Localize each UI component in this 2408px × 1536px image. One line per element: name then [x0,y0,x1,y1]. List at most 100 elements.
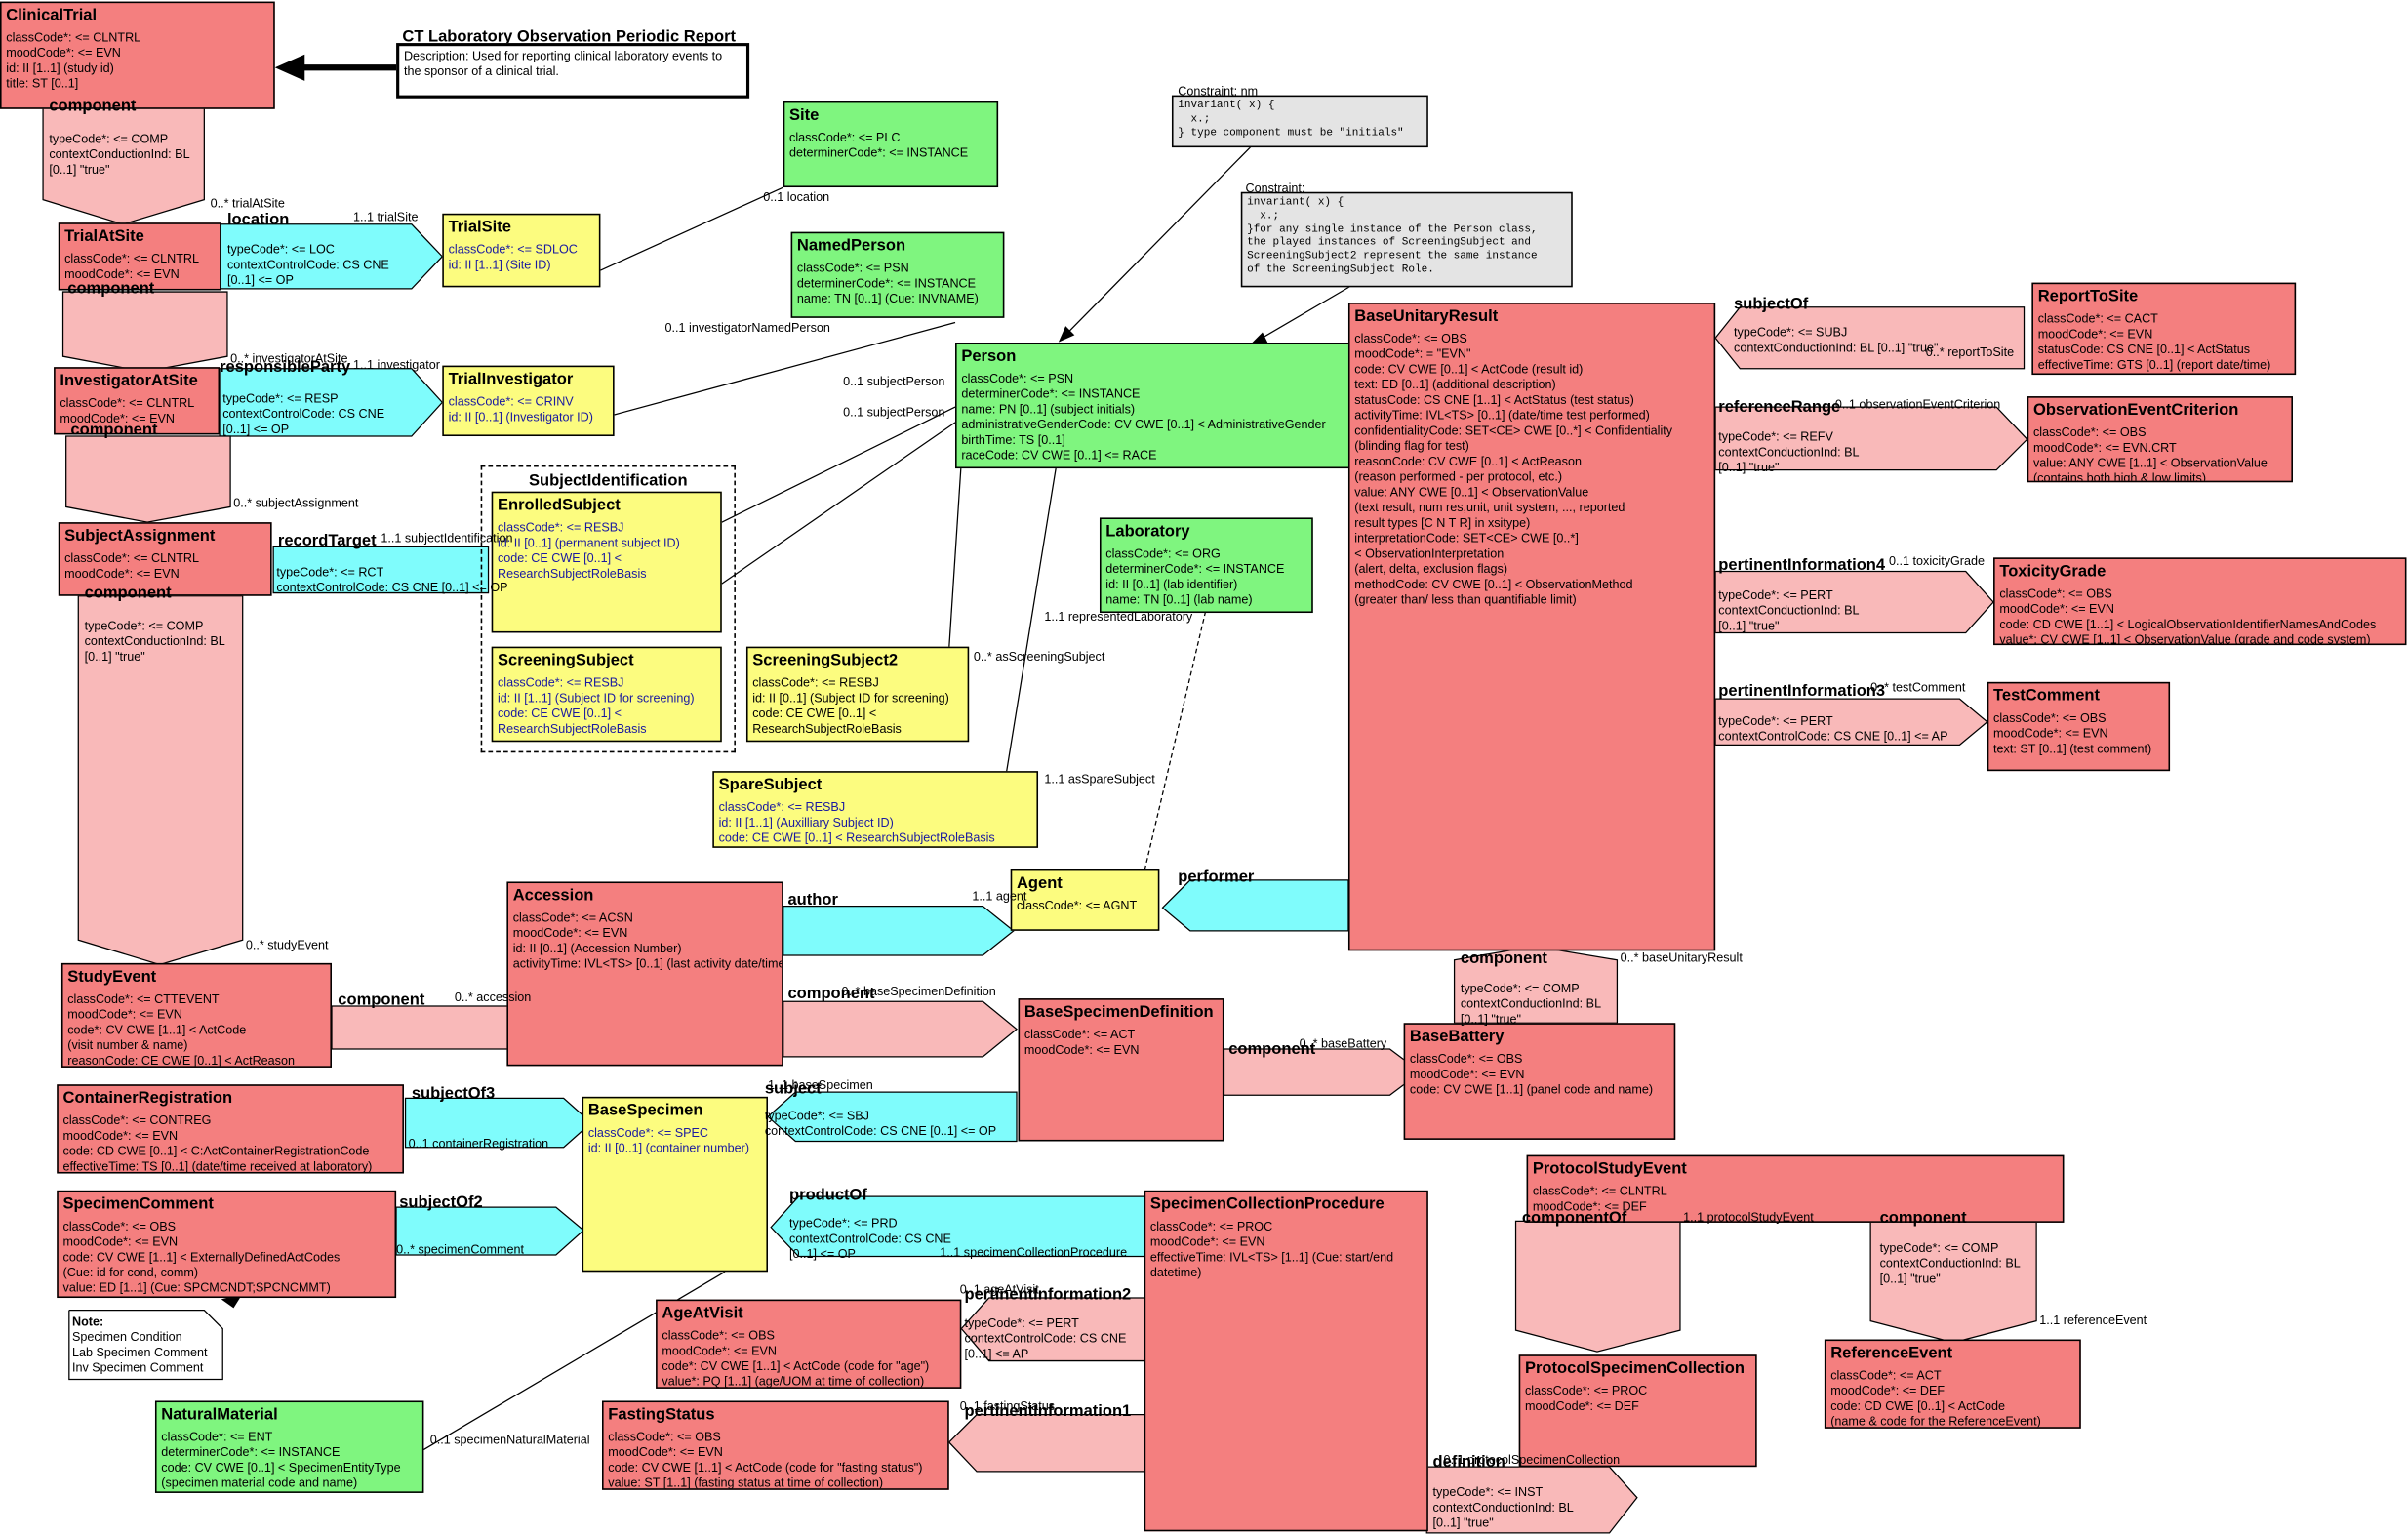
class-attribute: classCode*: <= RESBJ [718,800,846,815]
rel-attribute: [0..1] "true" [1432,1516,1494,1530]
rel-attribute: typeCode*: <= INST [1432,1485,1544,1500]
class-attribute: moodCode*: <= DEF [1532,1199,1647,1214]
rel-name: subject [764,1079,822,1099]
class-title: Site [789,105,820,125]
class-attribute: (text result, num res,unit, unit system,… [1354,501,1625,515]
class-attribute: name: TN [0..1] (lab name) [1105,592,1253,607]
rel-shape-subject [767,1091,1018,1143]
class-attribute: id: II [1..1] (Site ID) [448,258,551,272]
class-attribute: classCode*: <= RESBJ [497,675,624,690]
rel-attribute: typeCode*: <= SBJ [764,1109,869,1123]
class-title: TrialInvestigator [448,370,574,389]
class-attribute: classCode*: <= OBS [62,1219,177,1234]
multiplicity-label: 1..1 subjectIdentification [381,531,513,546]
constraint-box-initials[interactable]: invariant( x) { x.;} type component must… [1171,95,1428,148]
rel-name: referenceRange [1718,397,1841,417]
class-attribute: moodCode*: <= EVN [62,1129,179,1144]
multiplicity-label: 1..1 protocolStudyEvent [1683,1210,1814,1225]
multiplicity-label: 0..* trialAtSite [210,196,285,211]
rel-name: component [84,584,172,603]
description-line: laboratory events to the sponsor of a [403,49,723,79]
class-title: Accession [512,886,594,906]
constraint-line: x.; [1178,113,1211,126]
class-attribute: code: CD CWE [1..1] < LogicalObservation… [1999,617,2377,632]
class-attribute: ResearchSubjectRoleBasis [752,721,902,737]
class-attribute: activityTime: IVL<TS> [0..1] (last activ… [512,956,783,971]
class-attribute: text: ST [0..1] (test comment) [1993,742,2152,756]
class-title: ReportToSite [2037,287,2139,306]
multiplicity-label: 0..* baseSpecimenDefinition [841,984,996,999]
class-title: NaturalMaterial [161,1405,278,1425]
rel-attribute: [0..1] "true" [1460,1012,1522,1027]
class-attribute: moodCode*: <= EVN [2037,327,2153,342]
class-attribute: (reason performed - per protocol, etc.) [1354,469,1563,485]
multiplicity-label: 0..* investigatorAtSite [230,351,348,366]
class-attribute: (visit number & name) [67,1038,188,1053]
class-attribute: code*: CV CWE [1..1] < ActCode (code for… [662,1359,930,1374]
rel-attribute: [0..1] <= OP [222,422,290,437]
class-attribute: classCode*: <= CLNTRL [60,396,195,411]
class-attribute: classCode*: <= ENT [161,1430,273,1444]
class-attribute: classCode*: <= ACT [1023,1028,1136,1042]
class-attribute: classCode*: <= RESBJ [752,675,879,690]
class-attribute: determinerCode*: <= INSTANCE [789,145,969,160]
rel-name: component [1228,1039,1316,1059]
class-attribute: moodCode*: <= EVN [1993,726,2108,741]
constraint-caption: Constraint: nm [1178,84,1259,99]
class-attribute: value: ANY CWE [0..1] < ObservationValue [1354,485,1589,500]
rel-name: component [67,279,155,299]
multiplicity-label: 0..1 fastingStatus [959,1398,1056,1414]
class-attribute: (specimen material code and name) [161,1475,358,1490]
constraint-line: of the ScreeningSubject Role. [1247,263,1434,276]
rel-attribute: typeCode*: <= RESP [222,391,339,406]
multiplicity-label: 0..1 observationEventCriterion [1834,397,2001,412]
class-attribute: name: TN [0..1] (Cue: INVNAME) [796,292,979,306]
constraint-box-screening[interactable]: invariant( x) { x.;}for any single insta… [1240,191,1573,288]
class-attribute: statusCode: CS CNE [0..1] < ActStatus [2037,343,2251,357]
class-attribute: result types [C N T R] in xsitype) [1354,516,1531,531]
class-attribute: classCode*: <= CRINV [448,394,574,409]
class-title: InvestigatorAtSite [60,371,198,390]
multiplicity-label: 0..1 subjectPerson [843,375,945,389]
rel-attribute: [0..1] "true" [84,649,145,664]
class-attribute: raceCode: CV CWE [0..1] <= RACE [961,448,1157,463]
rel-name: subjectOf2 [399,1192,483,1212]
